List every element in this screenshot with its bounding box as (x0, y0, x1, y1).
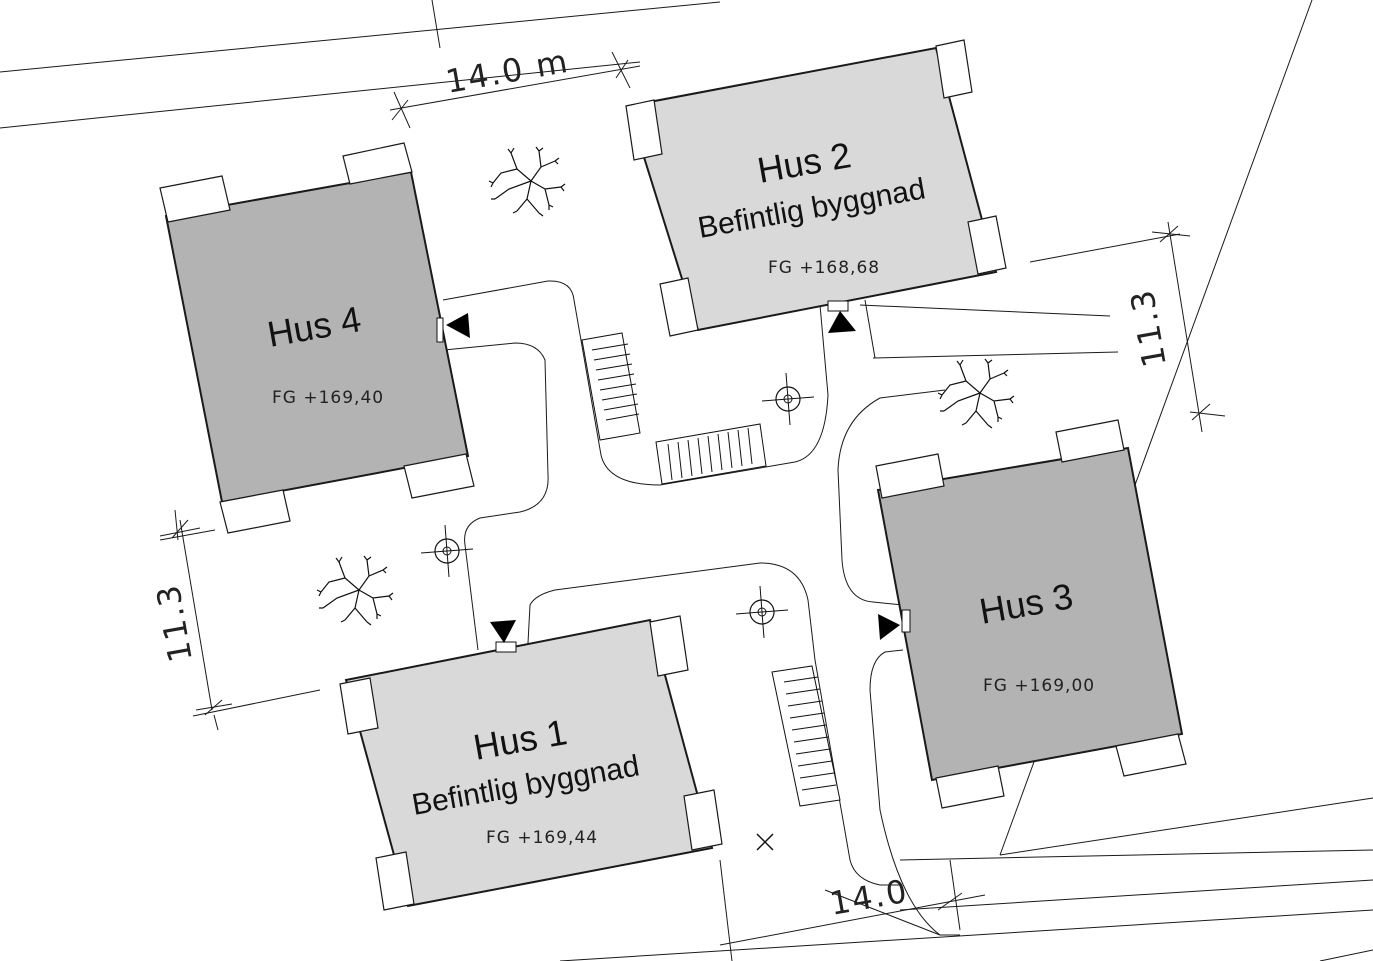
dimension-right: 11.3 (1123, 221, 1226, 433)
tree-icon (937, 358, 1015, 429)
door-hus3 (901, 609, 911, 633)
door-hus2 (827, 300, 849, 312)
tree-icon (316, 555, 394, 626)
lamp-post-icon (761, 372, 815, 426)
footpaths (442, 280, 960, 936)
bike-rack-3 (771, 665, 841, 807)
entrance-arrow-icon (446, 313, 470, 338)
building-hus2: Hus 2 Befintlig byggnad FG +168,68 (625, 39, 1007, 337)
hus4-floor-level: FG +169,40 (272, 388, 384, 408)
building-hus3: Hus 3 FG +169,00 (875, 419, 1187, 809)
cross-marker-icon (756, 833, 774, 851)
hus1-floor-level: FG +169,44 (486, 828, 598, 848)
lamp-post-icon (420, 524, 474, 578)
dimension-bottom-label: 14.0 (827, 872, 912, 923)
dimension-top: 14.0 m (389, 42, 641, 129)
entrance-arrow-icon (828, 311, 856, 333)
dimension-bottom: 14.0 (719, 859, 986, 961)
entrance-arrow-icon (490, 620, 516, 643)
hus3-floor-level: FG +169,00 (983, 676, 1095, 696)
door-hus1 (495, 641, 517, 653)
bike-rack-2 (655, 423, 767, 485)
bike-rack-1 (581, 332, 641, 441)
door-hus4 (436, 317, 444, 343)
entrance-arrow-icon (878, 614, 900, 640)
tree-icon (488, 146, 566, 217)
dimension-top-label: 14.0 m (443, 42, 572, 101)
lamp-post-icon (735, 585, 789, 639)
hus2-floor-level: FG +168,68 (768, 258, 880, 278)
building-hus1: Hus 1 Befintlig byggnad FG +169,44 (339, 615, 723, 911)
dimension-left: 11.3 (149, 509, 233, 731)
dimension-right-label: 11.3 (1123, 286, 1174, 371)
building-hus4: Hus 4 FG +169,40 (159, 142, 475, 534)
entrance-arrows (446, 311, 900, 643)
